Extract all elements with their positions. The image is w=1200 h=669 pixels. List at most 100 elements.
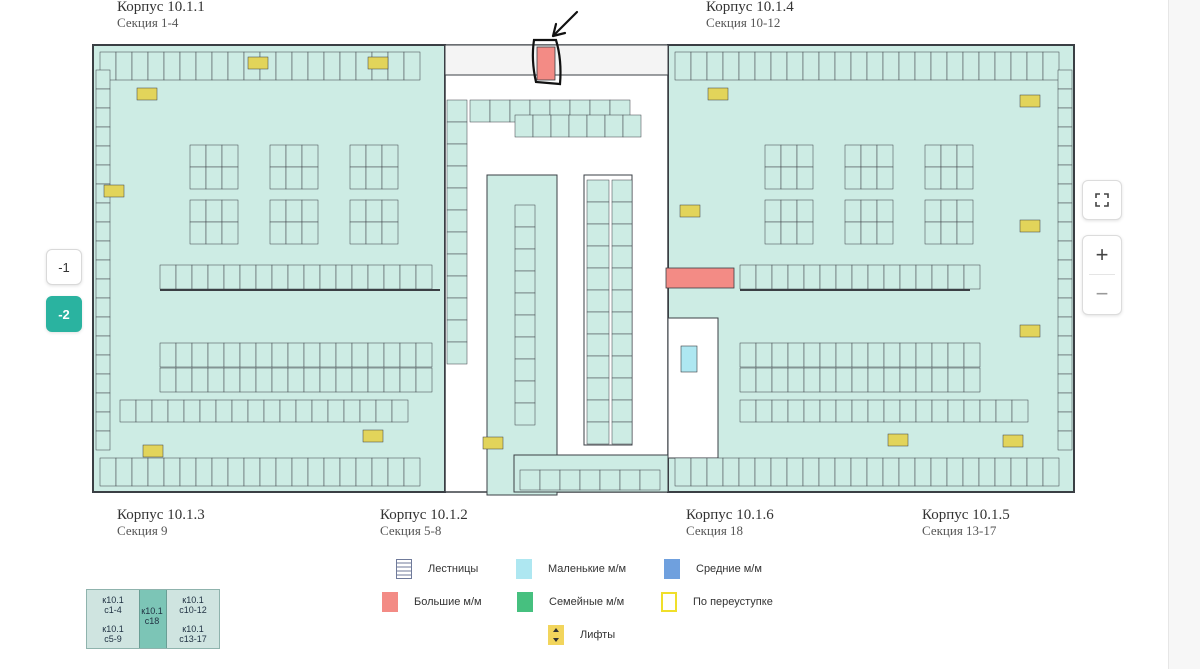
parking-space[interactable] [167,399,185,423]
parking-space[interactable] [883,367,901,393]
parking-space[interactable] [135,399,153,423]
parking-space[interactable] [1057,107,1073,128]
parking-space[interactable] [115,457,133,487]
parking-space[interactable] [882,457,900,487]
parking-space[interactable] [850,457,868,487]
parking-space[interactable] [307,457,325,487]
parking-space[interactable] [339,457,357,487]
parking-space[interactable] [446,165,468,189]
parking-space[interactable] [323,51,341,81]
parking-space[interactable] [205,166,223,190]
parking-space[interactable] [259,457,277,487]
parking-space[interactable] [446,319,468,343]
parking-space[interactable] [303,367,321,393]
parking-space[interactable] [1057,202,1073,223]
parking-space[interactable] [947,399,965,423]
parking-space[interactable] [446,209,468,233]
parking-space[interactable] [207,264,225,290]
parking-space[interactable] [611,355,633,379]
parking-space[interactable] [867,367,885,393]
parking-space[interactable] [231,399,249,423]
parking-space[interactable] [1057,221,1073,242]
parking-space[interactable] [915,367,933,393]
parking-space[interactable] [915,399,933,423]
parking-space[interactable] [1010,457,1028,487]
parking-space[interactable] [899,264,917,290]
parking-space[interactable] [343,399,361,423]
parking-space[interactable] [95,278,111,299]
parking-space[interactable] [586,421,610,445]
parking-space[interactable] [930,457,948,487]
parking-space[interactable] [706,457,724,487]
parking-space[interactable] [835,342,853,368]
parking-space[interactable] [205,199,223,223]
parking-space[interactable] [586,114,606,138]
parking-space[interactable] [383,342,401,368]
parking-space[interactable] [780,221,798,245]
parking-space[interactable] [95,126,111,147]
parking-space[interactable] [611,311,633,335]
parking-space[interactable] [365,166,383,190]
parking-space[interactable] [119,399,137,423]
parking-space[interactable] [851,264,869,290]
parking-space[interactable] [269,221,287,245]
parking-space[interactable] [834,457,852,487]
parking-space[interactable] [95,316,111,337]
parking-space[interactable] [1057,145,1073,166]
parking-space[interactable] [189,144,207,168]
parking-space[interactable] [876,144,894,168]
parking-space[interactable] [335,342,353,368]
parking-space[interactable] [1057,373,1073,394]
parking-space[interactable] [764,144,782,168]
parking-space[interactable] [780,199,798,223]
parking-space[interactable] [301,166,319,190]
parking-space[interactable] [844,144,862,168]
parking-space[interactable] [818,457,836,487]
parking-space[interactable] [239,264,257,290]
parking-space[interactable] [739,399,757,423]
parking-space[interactable] [1057,240,1073,261]
parking-space[interactable] [722,457,740,487]
parking-space[interactable] [586,399,610,423]
parking-space[interactable] [514,380,536,404]
parking-spaces[interactable] [95,51,1073,491]
parking-space[interactable] [611,267,633,291]
parking-space[interactable] [586,201,610,225]
parking-space[interactable] [399,264,417,290]
parking-space[interactable] [1011,399,1029,423]
parking-space[interactable] [227,51,245,81]
parking-space[interactable] [619,469,641,491]
parking-space[interactable] [834,51,852,81]
parking-space[interactable] [690,51,708,81]
parking-space[interactable] [1057,69,1073,90]
parking-space[interactable] [611,333,633,357]
parking-space[interactable] [586,289,610,313]
parking-space[interactable] [780,166,798,190]
parking-space[interactable] [349,199,367,223]
parking-space[interactable] [1026,457,1044,487]
parking-space[interactable] [335,367,353,393]
parking-space[interactable] [179,51,197,81]
parking-space[interactable] [403,51,421,81]
parking-space[interactable] [95,202,111,223]
parking-space[interactable] [604,114,624,138]
parking-space[interactable] [599,469,621,491]
parking-space[interactable] [205,144,223,168]
parking-space[interactable] [963,367,981,393]
parking-space[interactable] [755,399,773,423]
parking-space[interactable] [803,264,821,290]
parking-space[interactable] [115,51,133,81]
parking-space[interactable] [963,342,981,368]
parking-space[interactable] [179,457,197,487]
parking-space[interactable] [367,367,385,393]
parking-space[interactable] [819,264,837,290]
parking-space[interactable] [674,457,692,487]
parking-space[interactable] [163,51,181,81]
parking-space[interactable] [796,221,814,245]
parking-space[interactable] [285,199,303,223]
parking-space[interactable] [446,121,468,145]
parking-space[interactable] [586,377,610,401]
parking-space[interactable] [223,367,241,393]
parking-space[interactable] [95,259,111,280]
parking-space[interactable] [95,392,111,413]
